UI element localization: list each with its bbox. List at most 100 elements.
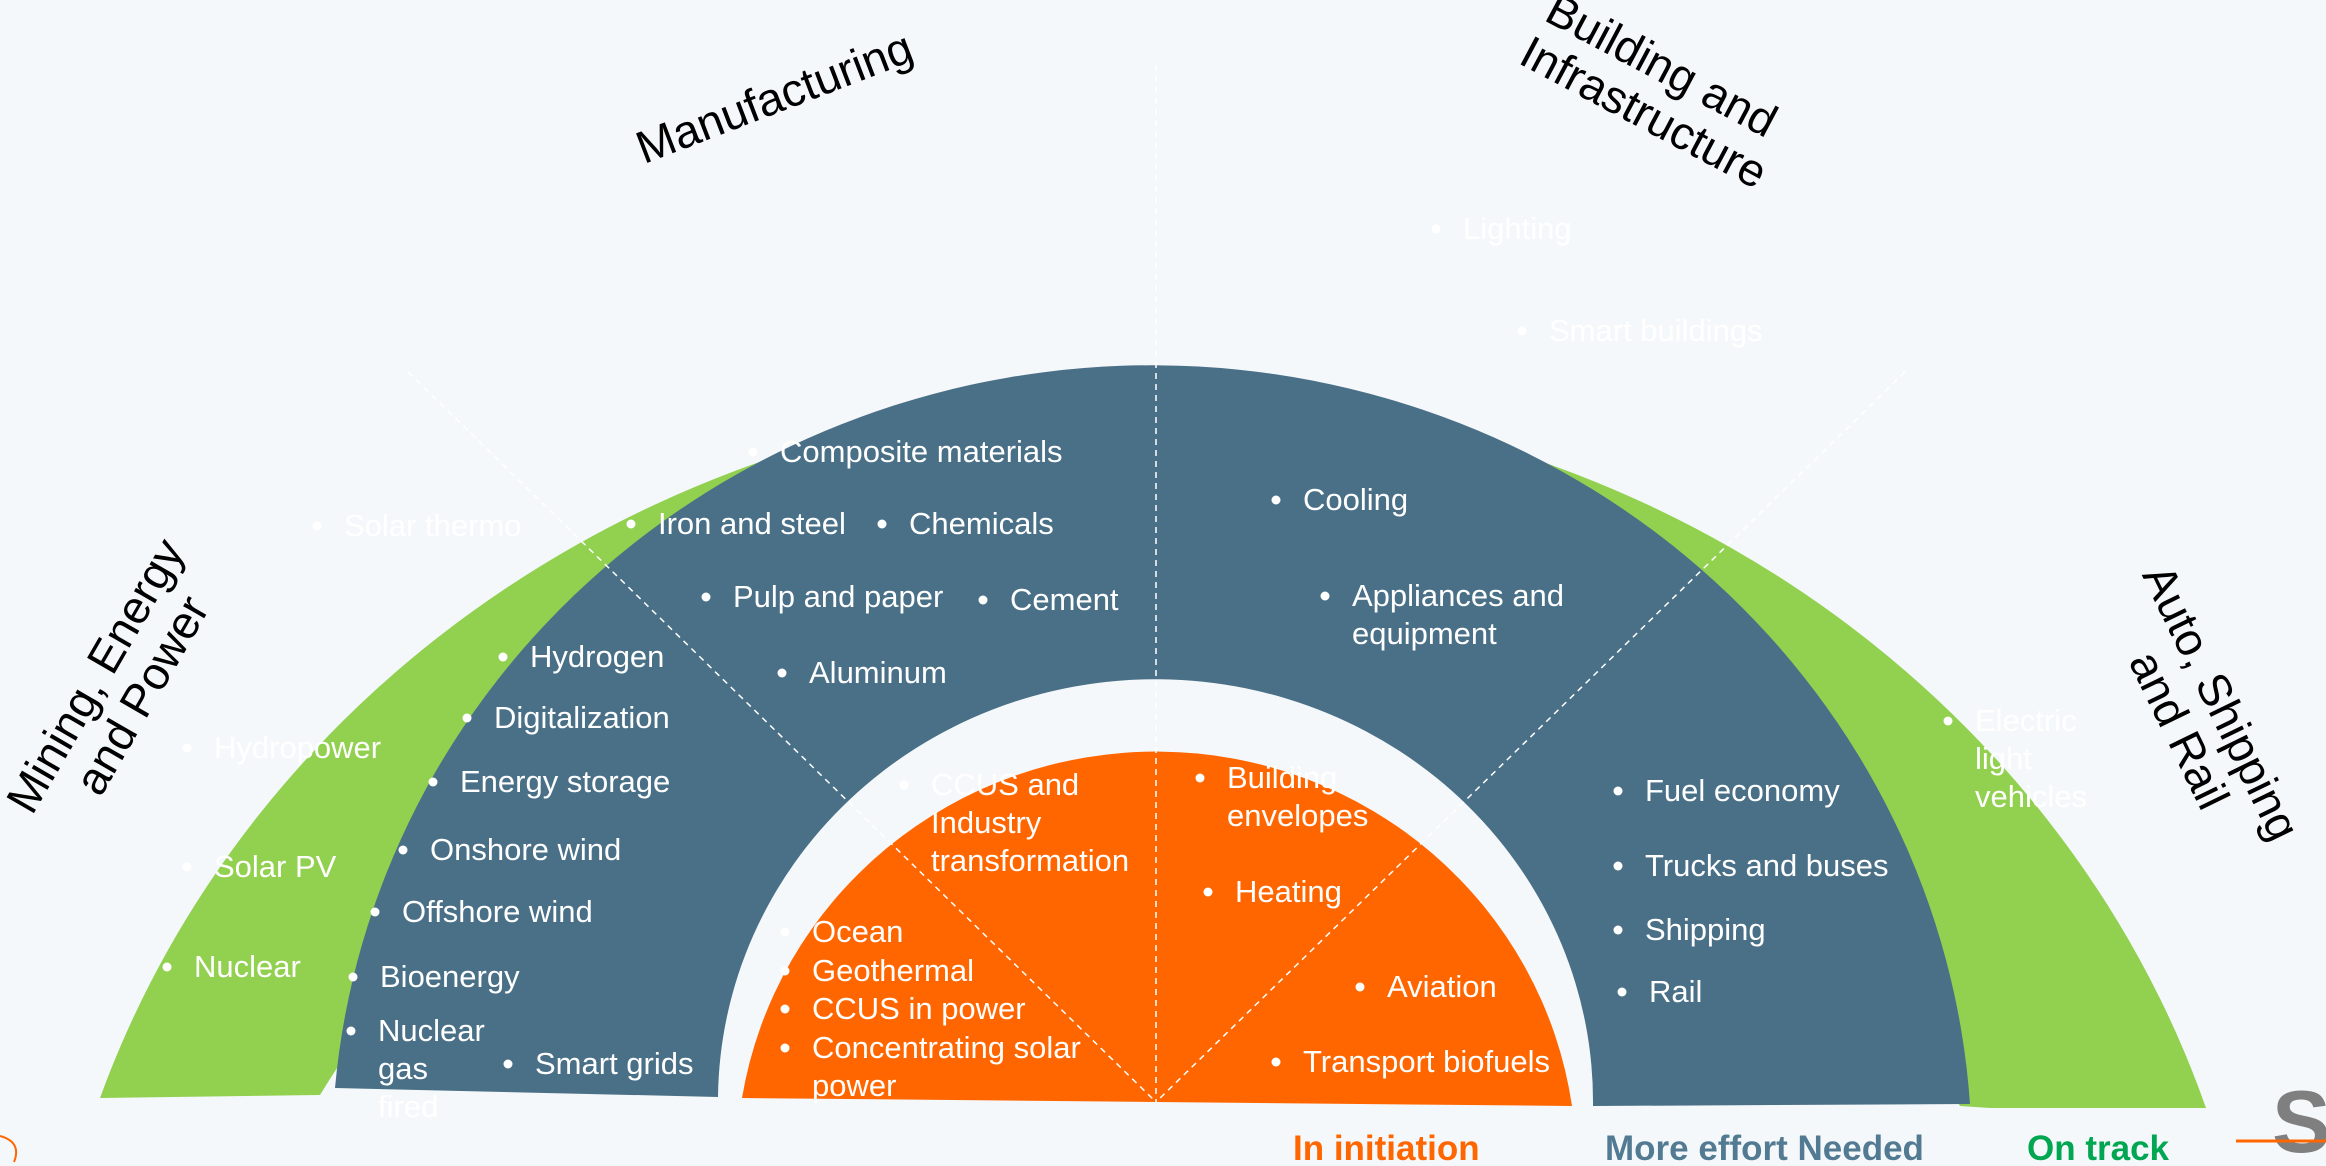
- item-label: Aviation: [1387, 969, 1497, 1004]
- item-pulp-paper: Pulp and paper: [701, 579, 943, 614]
- divider-right: [1155, 371, 1906, 1103]
- more-effort-ring: [335, 365, 1970, 1106]
- bullet-icon: [182, 862, 192, 872]
- item-label-line: Hydrogen: [530, 639, 664, 674]
- item-label-line: envelopes: [1227, 798, 1368, 833]
- item-label-line: CCUS in power: [812, 991, 1026, 1026]
- item-label: Cement: [1010, 582, 1119, 617]
- item-label-line: transformation: [931, 843, 1129, 878]
- item-label-line: Trucks and buses: [1645, 848, 1889, 883]
- bullet-icon: [780, 1004, 790, 1014]
- item-heating: Heating: [1203, 874, 1342, 909]
- item-label: Cooling: [1303, 482, 1408, 517]
- item-label: Trucks and buses: [1645, 848, 1889, 883]
- item-label-line: Bioenergy: [380, 959, 520, 994]
- item-label-line: gas: [378, 1051, 428, 1086]
- item-label: Hydrogen: [530, 639, 664, 674]
- item-smart-buildings: Smart buildings: [1517, 313, 1763, 348]
- item-label: Smart buildings: [1549, 313, 1763, 348]
- bullet-icon: [1617, 987, 1627, 997]
- item-label-line: Onshore wind: [430, 832, 621, 867]
- item-label-line: Transport biofuels: [1303, 1044, 1550, 1079]
- corner-decoration: [0, 1135, 18, 1163]
- bullet-icon: [877, 519, 887, 529]
- bullet-icon: [1943, 716, 1953, 726]
- legend-more-effort-needed: More effort Needed: [1605, 1129, 1924, 1166]
- bullet-icon: [748, 447, 758, 457]
- item-bioenergy: Bioenergy: [348, 959, 520, 994]
- item-solar-thermo: Solar thermo: [312, 508, 521, 543]
- item-label: Ocean: [812, 914, 903, 949]
- item-label-line: Offshore wind: [402, 894, 593, 929]
- divider-left: [407, 371, 1157, 1103]
- item-label-line: fired: [378, 1089, 438, 1124]
- item-onshore-wind: Onshore wind: [398, 832, 621, 867]
- item-label-line: Aviation: [1387, 969, 1497, 1004]
- item-label: Lighting: [1463, 211, 1572, 246]
- item-trucks-buses: Trucks and buses: [1613, 848, 1889, 883]
- item-label-line: Building: [1227, 760, 1337, 795]
- bullet-icon: [1195, 773, 1205, 783]
- item-label: Onshore wind: [430, 832, 621, 867]
- bullet-icon: [1271, 495, 1281, 505]
- sector-title-building: Building and Infrastructure: [1512, 0, 1799, 199]
- bullet-icon: [503, 1059, 513, 1069]
- item-label-line: Shipping: [1645, 912, 1766, 947]
- bullet-icon: [899, 780, 909, 790]
- item-ocean: Ocean: [780, 914, 903, 949]
- bullet-icon: [1517, 326, 1527, 336]
- bullet-icon: [1613, 925, 1623, 935]
- item-label: Hydropower: [214, 730, 381, 765]
- bullet-icon: [182, 743, 192, 753]
- item-label-line: equipment: [1352, 616, 1497, 651]
- item-label: Chemicals: [909, 506, 1054, 541]
- item-rail: Rail: [1617, 974, 1702, 1009]
- bullet-icon: [978, 595, 988, 605]
- item-label-line: Solar PV: [214, 849, 337, 884]
- item-label-line: Lighting: [1463, 211, 1572, 246]
- item-aviation: Aviation: [1355, 969, 1497, 1004]
- initiation-disc: [742, 751, 1572, 1106]
- logo: SC: [2236, 1072, 2326, 1166]
- item-cooling: Cooling: [1271, 482, 1408, 517]
- bullet-icon: [312, 521, 322, 531]
- item-label-line: CCUS and: [931, 767, 1079, 802]
- item-label-line: Nuclear: [194, 949, 301, 984]
- bullet-icon: [346, 1026, 356, 1036]
- item-label-line: power: [812, 1068, 896, 1103]
- item-shipping: Shipping: [1613, 912, 1766, 947]
- sector-dividers: [407, 65, 1906, 1103]
- bullet-icon: [498, 652, 508, 662]
- item-label-line: Nuclear: [378, 1013, 485, 1048]
- item-label: Nuclear: [194, 949, 301, 984]
- item-digitalization: Digitalization: [462, 700, 670, 735]
- item-label-line: Smart buildings: [1549, 313, 1763, 348]
- bullet-icon: [1355, 982, 1365, 992]
- bullet-icon: [1203, 887, 1213, 897]
- item-smart-grids: Smart grids: [503, 1046, 693, 1081]
- item-hydrogen: Hydrogen: [498, 639, 664, 674]
- legend: In initiation More effort Needed On trac…: [1293, 1129, 2170, 1166]
- item-label-line: Iron and steel: [658, 506, 846, 541]
- bullet-icon: [777, 668, 787, 678]
- bullet-icon: [780, 966, 790, 976]
- bullet-icon: [462, 713, 472, 723]
- item-label-line: Pulp and paper: [733, 579, 943, 614]
- legend-on-track: On track: [2027, 1129, 2170, 1166]
- item-label: CCUS in power: [812, 991, 1026, 1026]
- item-label-line: light: [1975, 741, 2032, 776]
- item-label-line: Rail: [1649, 974, 1702, 1009]
- item-label-line: Appliances and: [1352, 578, 1564, 613]
- legend-in-initiation: In initiation: [1293, 1129, 1480, 1166]
- bullet-icon: [701, 592, 711, 602]
- item-label-line: Ocean: [812, 914, 903, 949]
- item-label: Shipping: [1645, 912, 1766, 947]
